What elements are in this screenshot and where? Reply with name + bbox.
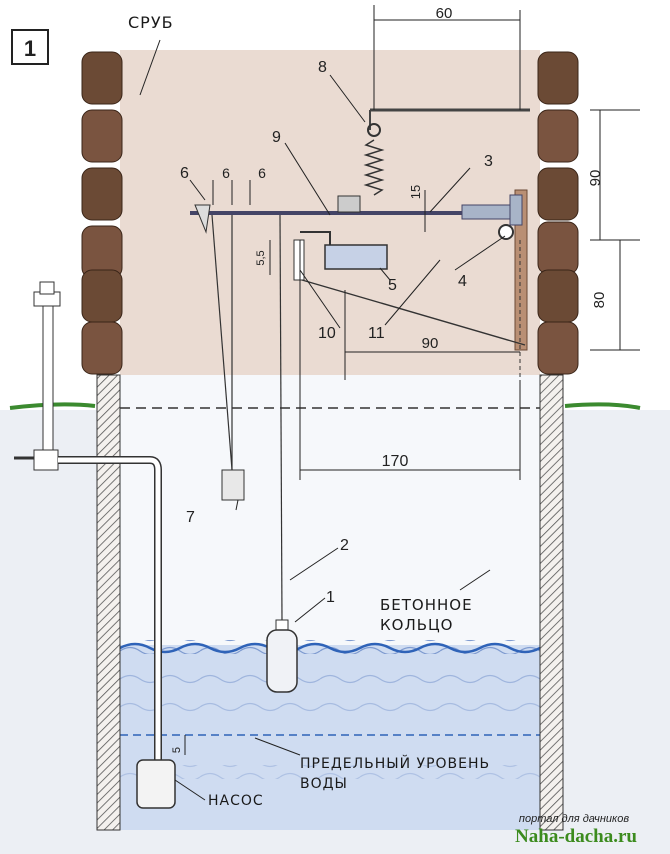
leader-lines	[139, 39, 506, 801]
float	[266, 629, 298, 693]
dim-90-bottom: 90	[422, 335, 439, 352]
dim-90-right: 90	[587, 170, 604, 187]
watermark-top: портал для дачников	[519, 813, 629, 825]
float-rope-assembly	[211, 214, 298, 693]
grass-right	[564, 402, 641, 410]
microswitch	[324, 244, 388, 270]
dim-5-5: 5,5	[255, 250, 267, 265]
callout-3: 3	[484, 153, 493, 170]
callout-4: 4	[458, 273, 467, 290]
figure-number-box	[11, 29, 49, 65]
dim-170: 170	[382, 453, 409, 470]
label-limit-level-2: ВОДЫ	[300, 776, 348, 792]
dim-15: 15	[408, 185, 423, 199]
logs-right	[537, 51, 579, 375]
watermark-bottom: Naha-dacha.ru	[515, 826, 637, 847]
float-switch-mechanism	[190, 108, 530, 380]
dim-6a: 6	[222, 165, 230, 181]
callout-9: 9	[272, 129, 281, 146]
counterweight	[221, 469, 245, 501]
figure-number: 1	[24, 36, 36, 61]
concrete-ring-right	[539, 374, 564, 831]
dim-60: 60	[436, 5, 453, 22]
dim-5: 5	[171, 747, 183, 753]
dim-80: 80	[591, 292, 608, 309]
label-concrete-ring-2: КОЛЬЦО	[380, 616, 453, 634]
pump-assembly	[14, 281, 176, 809]
callout-7: 7	[186, 509, 195, 526]
callout-8: 8	[318, 59, 327, 76]
callout-10: 10	[318, 325, 336, 342]
callout-2: 2	[340, 537, 349, 554]
callout-1: 1	[326, 589, 335, 606]
label-concrete-ring-1: БЕТОННОЕ	[380, 596, 473, 614]
spring	[363, 139, 385, 196]
callout-5: 5	[388, 277, 397, 294]
logs-left	[81, 51, 123, 375]
callout-11: 11	[368, 325, 385, 342]
pivot	[498, 224, 514, 240]
dimension-lines	[184, 5, 640, 755]
label-srub: СРУБ	[128, 13, 174, 32]
water-level-line	[119, 642, 541, 654]
dim-6b: 6	[258, 165, 266, 181]
well-inside	[120, 375, 540, 645]
label-pump: НАСОС	[208, 793, 264, 809]
pump	[136, 759, 176, 809]
callout-6: 6	[180, 165, 189, 182]
inner-post	[514, 189, 528, 351]
grass-left	[9, 402, 96, 410]
label-limit-level-1: ПРЕДЕЛЬНЫЙ УРОВЕНЬ	[300, 754, 490, 772]
concrete-ring-left	[96, 374, 121, 831]
